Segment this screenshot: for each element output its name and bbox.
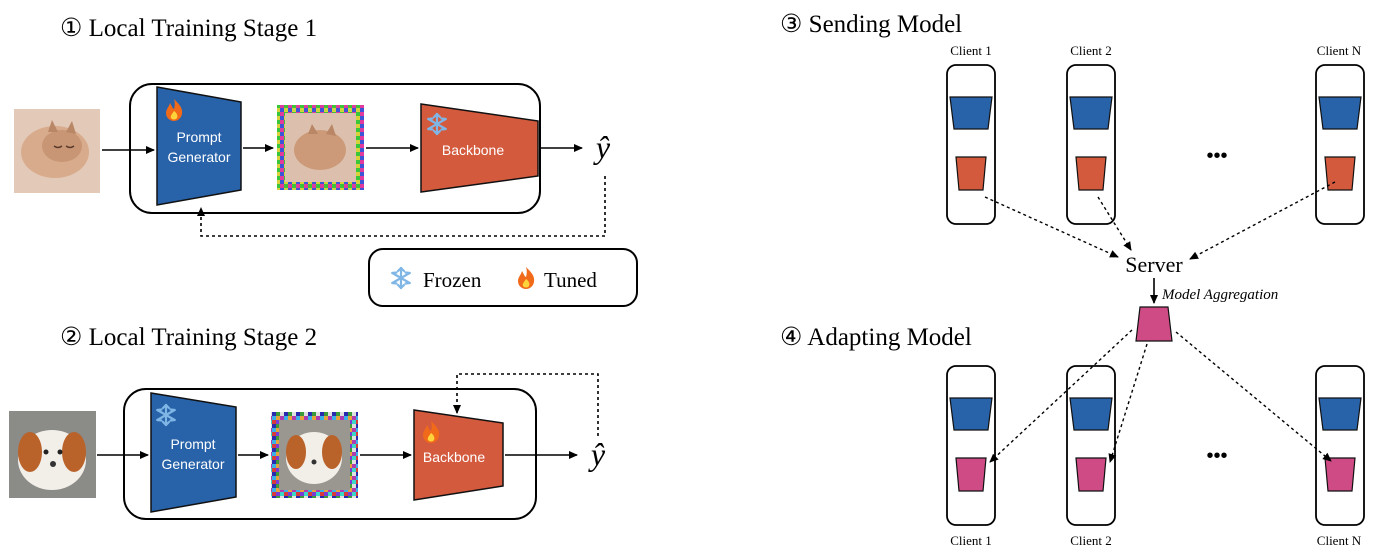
stage1-prompt-label-1: Prompt	[176, 129, 221, 145]
stage2-feedback-arrow	[453, 373, 599, 436]
stage1-prompt-label-2: Generator	[167, 149, 230, 165]
adapt-arrow-client-2	[1108, 343, 1148, 463]
stage3-client-2-label: Client 2	[1070, 43, 1112, 58]
legend-box	[368, 248, 638, 307]
adapt-arrow-client-1	[989, 329, 1133, 463]
stage2-prompted-image	[271, 412, 358, 498]
stage2-prompt-label-1: Prompt	[170, 436, 215, 452]
stage4-title: ④ Adapting Model	[780, 324, 972, 351]
stage4-client-1	[946, 365, 996, 526]
stage2-title: ② Local Training Stage 2	[60, 324, 317, 351]
stage3-ellipsis: •••	[1206, 145, 1227, 167]
stage2-backbone-label: Backbone	[423, 449, 485, 465]
stage3-title: ③ Sending Model	[780, 11, 962, 38]
stage1-backbone	[420, 103, 539, 193]
stage2-input-photo	[9, 411, 96, 498]
legend-tuned: Tuned	[544, 268, 597, 292]
server-label: Server	[1125, 252, 1183, 277]
aggregation-label: Model Aggregation	[1161, 287, 1278, 303]
stage1-backbone-label: Backbone	[442, 142, 504, 158]
stage4-client-2	[1066, 365, 1116, 526]
stage2-frame	[123, 388, 537, 520]
legend-snowflake-icon	[391, 266, 411, 290]
stage2-output: ŷ	[588, 436, 606, 472]
stage2-prompt-label-2: Generator	[161, 456, 224, 472]
stage4-client-2-label: Client 2	[1070, 533, 1112, 548]
stage1-prompted-image	[277, 105, 364, 190]
stage4-client-n	[1315, 365, 1365, 526]
adapt-arrow-client-n	[1175, 331, 1332, 462]
stage4-client-n-label: Client N	[1317, 533, 1362, 548]
stage3-client-n-label: Client N	[1317, 43, 1362, 58]
stage4-ellipsis: •••	[1206, 445, 1227, 467]
send-arrow-client-2	[1097, 196, 1132, 251]
stage2-prompt-generator	[150, 392, 237, 513]
stage3-client-n	[1315, 64, 1365, 225]
stage3-client-1	[946, 64, 996, 225]
stage1-input-photo	[14, 109, 100, 193]
aggregated-model	[1135, 306, 1173, 342]
stage1-title: ① Local Training Stage 1	[60, 15, 317, 42]
stage1-feedback-arrow	[197, 176, 606, 237]
send-arrow-client-1	[984, 196, 1119, 258]
send-arrow-client-n	[1189, 181, 1336, 260]
legend-frozen: Frozen	[423, 268, 482, 292]
stage4-client-1-label: Client 1	[950, 533, 992, 548]
stage3-client-2	[1066, 64, 1116, 225]
legend-fire-icon	[518, 267, 535, 289]
stage1-output: ŷ	[593, 129, 611, 165]
stage3-client-1-label: Client 1	[950, 43, 992, 58]
